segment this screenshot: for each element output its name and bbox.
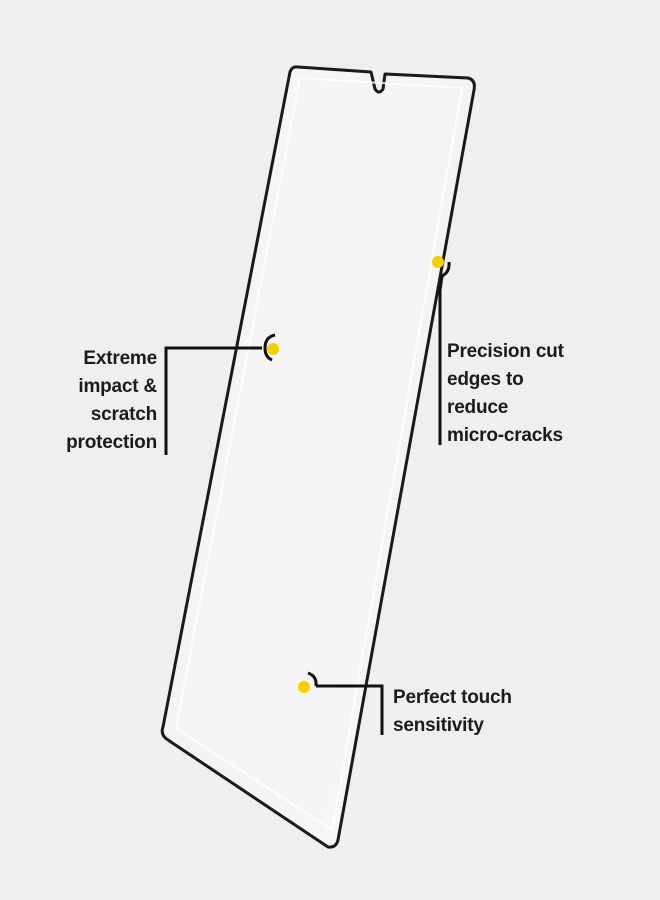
callout-touch-dot	[298, 681, 310, 693]
callout-impact-line: protection	[66, 432, 157, 453]
callout-impact-line: scratch	[90, 404, 157, 425]
glass-edge-highlight	[174, 76, 464, 832]
callout-impact-arc	[263, 333, 276, 362]
callout-edges	[432, 256, 451, 445]
callout-touch-line: sensitivity	[393, 715, 484, 736]
callout-edges-leader	[438, 275, 444, 445]
callout-touch	[298, 671, 384, 735]
callout-touch-arc	[307, 671, 318, 687]
callout-touch-line: Perfect touch	[393, 687, 512, 708]
callout-impact-line: Extreme	[83, 348, 157, 369]
callout-impact-leader	[164, 346, 262, 455]
glass-protector-outline	[160, 65, 476, 849]
callout-touch-label: Perfect touch sensitivity	[393, 684, 512, 740]
callout-impact-label: Extreme impact & scratch protection	[66, 345, 157, 457]
callout-edges-arc	[441, 261, 451, 278]
callout-edges-line: reduce	[447, 397, 509, 418]
callout-impact-line: impact &	[78, 376, 157, 397]
callout-impact	[164, 333, 279, 455]
callout-edges-label: Precision cut edges to reduce micro-crac…	[447, 338, 564, 450]
callout-edges-line: edges to	[447, 369, 524, 390]
callout-touch-leader	[316, 684, 384, 735]
callout-impact-dot	[267, 343, 279, 355]
callout-edges-line: micro-cracks	[447, 425, 563, 446]
callout-edges-dot	[432, 256, 444, 268]
callout-edges-line: Precision cut	[447, 341, 564, 362]
